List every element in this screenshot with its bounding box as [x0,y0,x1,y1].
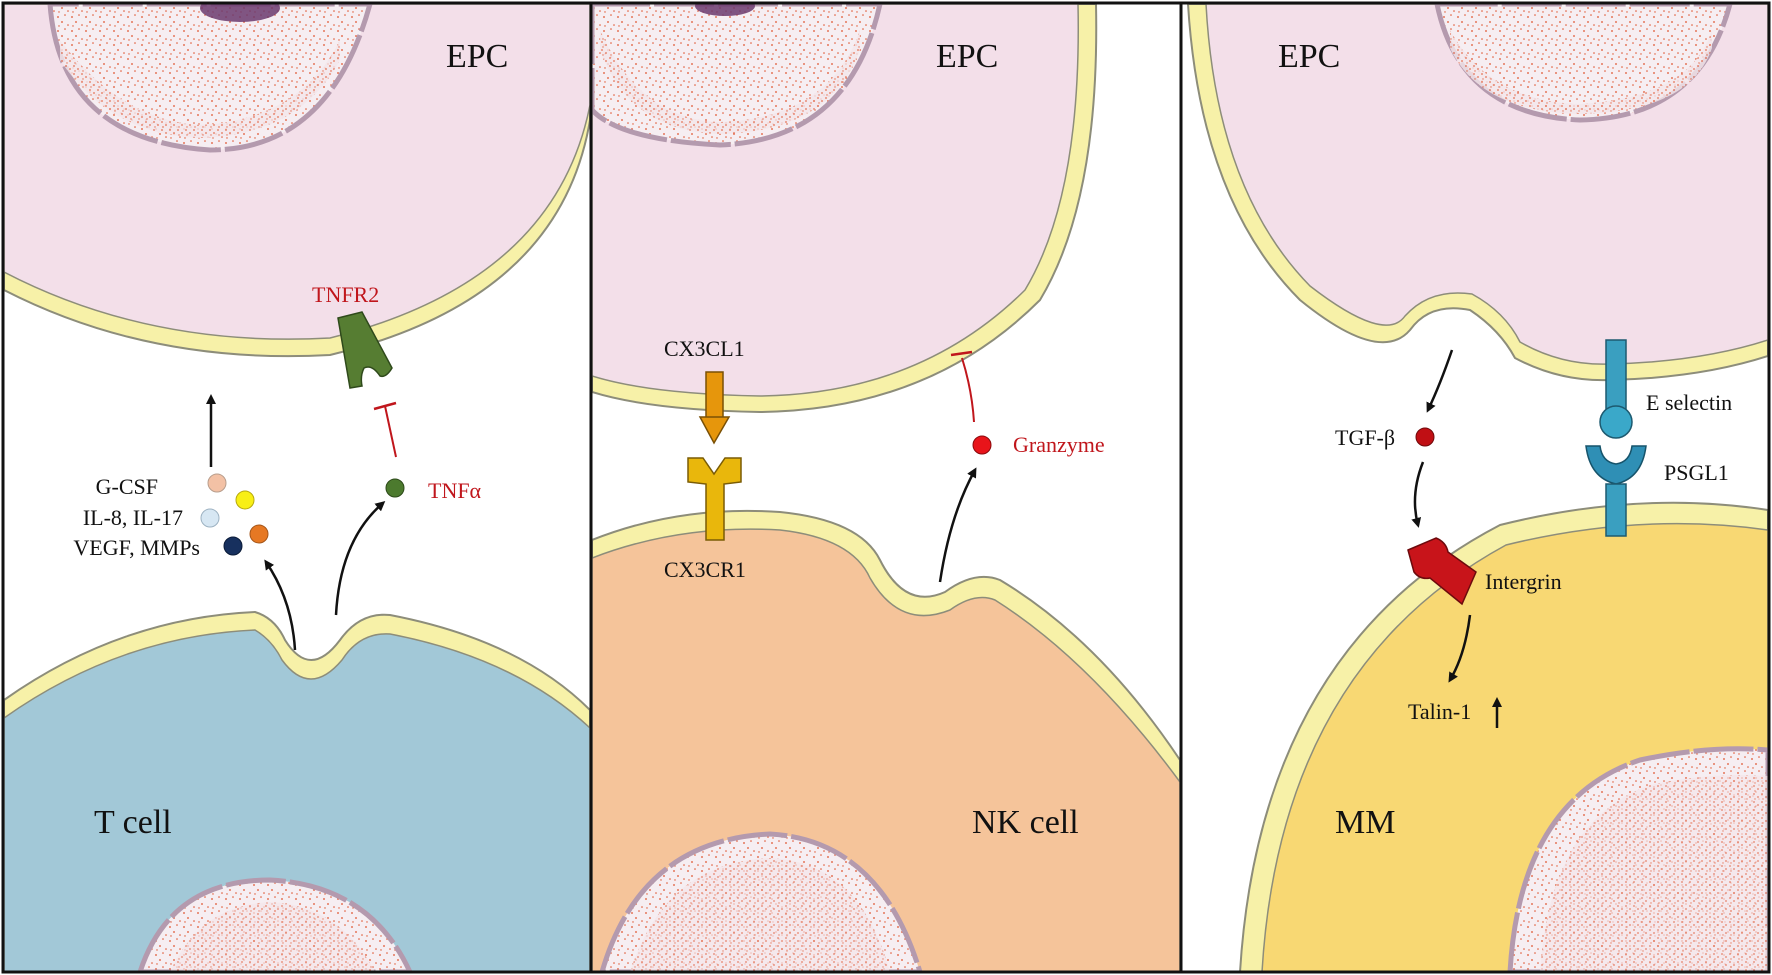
mm-nucleus [1507,746,1768,972]
epc-label-2: EPC [936,38,998,75]
inhibition-bar-icon [950,350,975,423]
tgfb-label: TGF-β [1335,425,1395,450]
tgfb-dot [1415,427,1435,447]
panel-mm: EPC TGF-β E selectin PSGL1 Intergrin Tal… [1182,4,1768,972]
e-selectin-label: E selectin [1646,390,1732,415]
granzyme-dot [972,435,992,455]
nk-cell [592,509,1180,972]
epc-label-3: EPC [1278,38,1340,75]
arrow-integrin-to-talin [1448,614,1472,683]
gcsf-dot [207,473,227,493]
nk-nucleus [599,831,923,972]
arrow-tgfb-release [1426,349,1454,413]
epc-cell [1186,4,1768,382]
tcell-label: T cell [94,804,172,841]
integrin-receptor [1407,537,1477,606]
t-cell [4,610,590,972]
tcell-nucleus [137,877,413,972]
mm-label: MM [1335,804,1395,841]
tnfa-label: TNFα [428,478,482,503]
mm-cell [1238,501,1768,972]
il8-dot [235,490,255,510]
cx3cr1-receptor [687,457,742,541]
psgl1-label: PSGL1 [1664,460,1729,485]
epc-cell [592,4,1098,414]
epc-nucleus [592,4,883,148]
cytokine-label-il: IL-8, IL-17 [83,505,183,530]
panel-nkcell: EPC CX3CL1 CX3CR1 Granzyme NK cell [592,4,1180,972]
arrow-tgfb-to-integrin [1411,461,1425,528]
epc-nucleus [1434,4,1733,123]
epc-label-1: EPC [446,38,508,75]
arrow-tnfa-release [334,501,386,616]
cx3cr1-label: CX3CR1 [664,557,746,582]
cx3cl1-ligand [698,371,731,445]
tnfa-ligand-dot [385,478,405,498]
talin-label: Talin-1 [1408,699,1471,724]
e-selectin [1599,339,1633,439]
vegf-dot [223,536,243,556]
epc-cell [4,4,590,358]
granzyme-label: Granzyme [1013,432,1105,457]
panel-tcell: EPC TNFR2 TNFα G-CSF IL-8, IL-17 VEGF, M… [4,4,590,972]
arrow-granzyme-release [938,467,977,583]
cytokine-dots [200,473,269,556]
integrin-label: Intergrin [1485,569,1562,594]
psgl1-receptor [1585,445,1647,537]
il17-dot [200,508,220,528]
cytokine-label-gcsf: G-CSF [96,474,158,499]
mmps-dot [249,524,269,544]
inhibition-bar-icon [373,401,397,458]
arrow-cytokine-release [264,559,297,651]
tnfr2-label: TNFR2 [312,282,379,307]
cx3cl1-label: CX3CL1 [664,336,745,361]
nkcell-label: NK cell [972,804,1079,841]
cytokine-label-vegf: VEGF, MMPs [73,535,200,560]
epc-nucleus [47,4,373,153]
e-selectin-head [1599,405,1633,439]
tnfr2-receptor [337,311,393,389]
